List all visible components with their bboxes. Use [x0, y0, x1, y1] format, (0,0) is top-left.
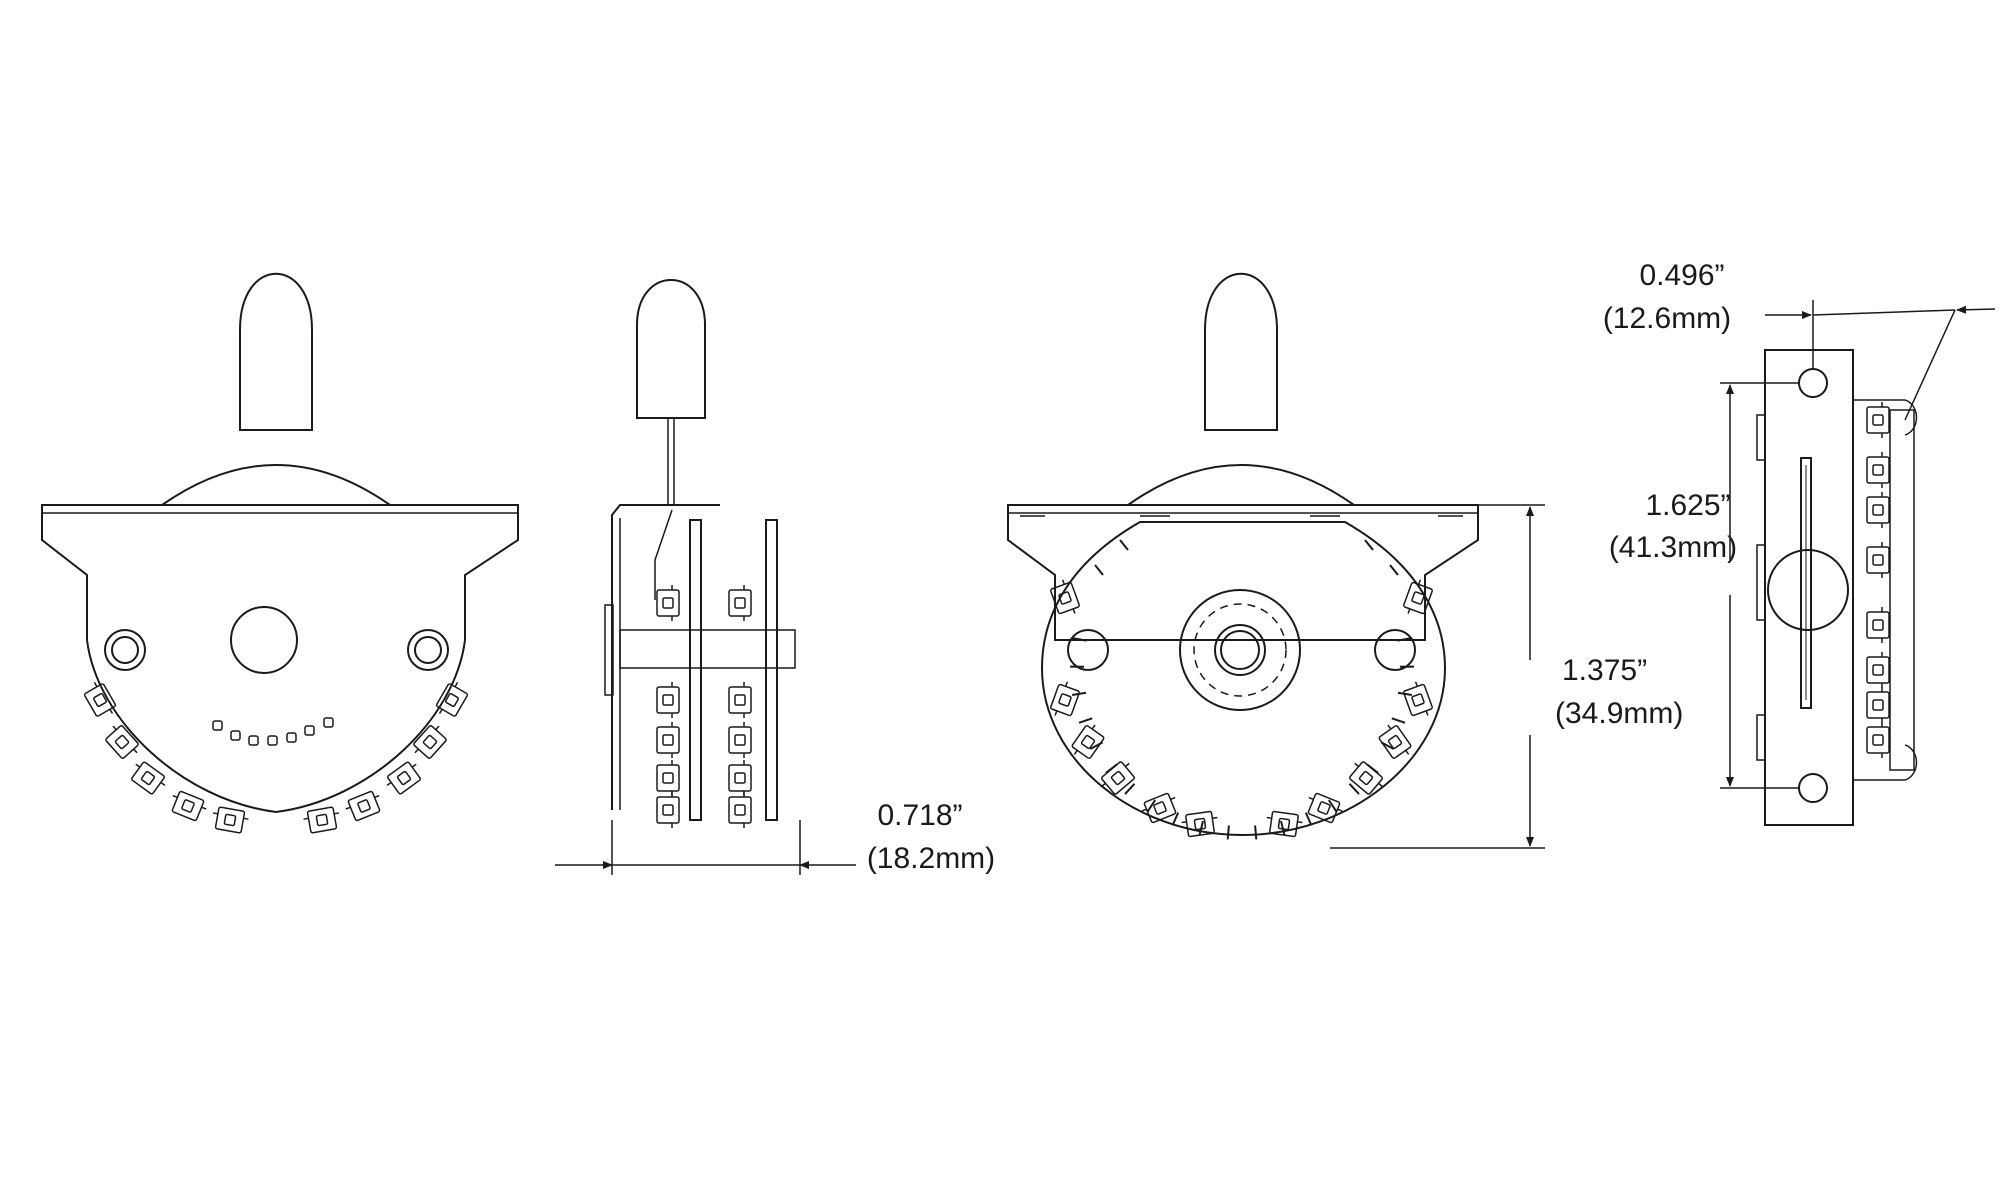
solder-lug — [728, 682, 752, 718]
solder-lug — [1050, 681, 1080, 717]
solder-lug — [131, 761, 166, 795]
shaft-circle — [230, 606, 298, 674]
toggle-dome — [161, 464, 391, 506]
position-dots — [212, 717, 334, 746]
mount-hole-left — [104, 629, 146, 671]
solder-lug — [1866, 542, 1890, 578]
solder-lug — [1866, 607, 1890, 643]
wafer-2 — [765, 519, 778, 821]
rotor-outer — [1179, 589, 1301, 711]
solder-lug — [1866, 402, 1890, 438]
side-view — [604, 279, 796, 828]
side-toggle-tip — [636, 279, 706, 419]
front-base — [41, 504, 519, 814]
solder-lug — [1866, 652, 1890, 688]
solder-lug — [1050, 579, 1080, 615]
solder-lug — [1403, 579, 1433, 615]
contact-tick — [1364, 539, 1374, 551]
solder-lug — [728, 792, 752, 828]
contact-tick — [1397, 637, 1412, 642]
contact-tick — [1226, 825, 1230, 840]
spacing-mm-label: (41.3mm) — [1609, 531, 1737, 564]
contact-tick — [1119, 539, 1129, 551]
contact-tick — [1397, 691, 1413, 696]
rotor-hub — [1214, 624, 1266, 676]
solder-lug — [212, 806, 249, 834]
solder-lug — [345, 790, 381, 822]
solder-lug — [656, 585, 680, 621]
wafer-1 — [689, 519, 702, 821]
solder-lug — [656, 792, 680, 828]
dimension-lines — [555, 300, 1996, 875]
solder-lug — [656, 682, 680, 718]
solder-lug — [1141, 792, 1177, 824]
solder-lug — [1378, 724, 1412, 759]
solder-lug — [83, 682, 117, 717]
solder-lug — [656, 760, 680, 796]
solder-lug — [1866, 687, 1890, 723]
solder-lug — [728, 722, 752, 758]
contact-tick — [1198, 820, 1204, 835]
solder-lug — [1266, 810, 1303, 838]
solder-lug — [1101, 761, 1135, 795]
contact-tick — [1171, 812, 1180, 826]
solder-lug — [1349, 761, 1383, 795]
plate-inch-label: 0.496” — [1639, 259, 1724, 292]
contact-ticks — [1069, 539, 1415, 840]
front-lugs — [83, 682, 469, 834]
solder-lug — [1071, 724, 1105, 759]
side-lugs — [656, 585, 752, 828]
rear-hole-left — [1067, 629, 1109, 671]
solder-lug — [386, 761, 421, 795]
contact-tick — [1327, 799, 1338, 813]
contact-tick — [1254, 825, 1258, 840]
plate-mm-label: (12.6mm) — [1603, 302, 1731, 335]
height-mm-label: (34.9mm) — [1555, 697, 1683, 730]
wafer-disc — [1040, 521, 1447, 837]
end-plate — [1764, 349, 1854, 826]
solder-lug — [1403, 681, 1433, 717]
contact-tick — [1348, 783, 1360, 795]
solder-lug — [171, 790, 207, 822]
solder-lug — [1866, 492, 1890, 528]
mount-hole-right — [407, 629, 449, 671]
rear-view — [1007, 273, 1479, 840]
solder-lug — [1307, 792, 1343, 824]
end-lugs — [1866, 402, 1890, 758]
end-shaft — [1767, 549, 1849, 631]
solder-lug — [303, 806, 340, 834]
end-view — [1756, 349, 1918, 826]
contact-tick — [1146, 799, 1157, 813]
front-view — [41, 273, 519, 834]
contact-tick — [1389, 564, 1399, 576]
solder-lug — [413, 725, 447, 759]
contact-tick — [1094, 564, 1104, 576]
contact-tick — [1304, 812, 1313, 826]
depth-mm-label: (18.2mm) — [867, 842, 995, 875]
contact-tick — [1280, 820, 1286, 835]
contact-tick — [1391, 717, 1406, 724]
solder-lug — [728, 760, 752, 796]
rear-hole-right — [1374, 629, 1416, 671]
slot — [1800, 457, 1812, 709]
rear-lugs — [1050, 579, 1433, 838]
toggle-tip — [239, 273, 313, 431]
contact-tick — [1078, 717, 1093, 724]
solder-lug — [1866, 452, 1890, 488]
solder-lug — [1181, 810, 1218, 838]
solder-lug — [1866, 722, 1890, 758]
solder-lug — [105, 725, 139, 759]
solder-lug — [435, 682, 469, 717]
dimension-labels: 0.718” (18.2mm) 1.375” (34.9mm) 1.625” (… — [867, 259, 1737, 875]
solder-lug — [728, 585, 752, 621]
rear-base — [1007, 504, 1479, 641]
height-inch-label: 1.375” — [1562, 654, 1647, 687]
solder-lug — [656, 722, 680, 758]
rear-toggle-tip — [1204, 273, 1278, 431]
contact-tick — [1124, 783, 1136, 795]
contact-tick — [1072, 637, 1087, 642]
spacing-inch-label: 1.625” — [1645, 489, 1730, 522]
depth-inch-label: 0.718” — [877, 799, 962, 832]
